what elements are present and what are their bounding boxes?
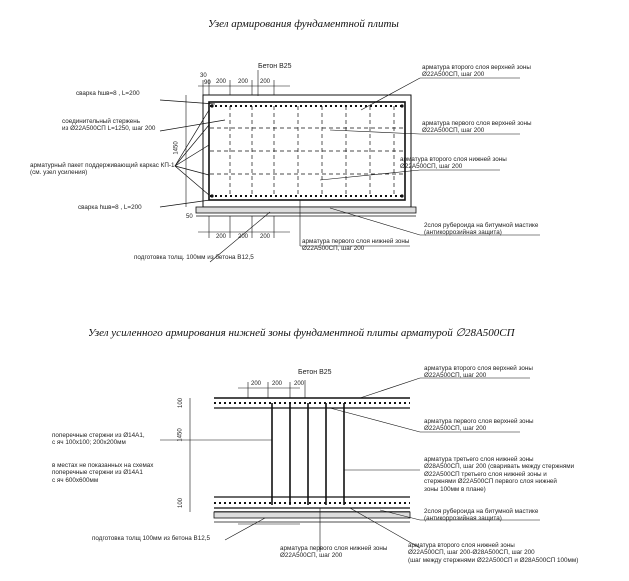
bottom-dim-100b: 100 <box>178 497 185 509</box>
top-dim-200e: 200 <box>238 234 249 240</box>
top-dim-50: 50 <box>186 214 193 220</box>
bottom-dim-100a: 100 <box>178 397 185 409</box>
title-top: Узел армирования фундаментной плиты <box>208 18 399 30</box>
bottom-second-layer-top-label: арматура второго слоя верхней зоны Ø22А5… <box>424 365 533 380</box>
top-rebar-cage <box>208 101 406 201</box>
top-support-frame-label: арматурный пакет поддерживающий каркас К… <box>30 162 175 177</box>
top-first-layer-top-label: арматура первого слоя верхней зоны Ø22А5… <box>422 120 532 135</box>
bottom-transverse-label: поперечные стержни из Ø14А1, с яч 100х10… <box>52 432 145 447</box>
bottom-concrete-label: Бетон В25 <box>298 369 332 376</box>
bottom-first-layer-top-label: арматура первого слоя верхней зоны Ø22А5… <box>424 418 534 433</box>
top-dim-200b: 200 <box>238 79 249 85</box>
top-dim-200a: 200 <box>216 79 227 85</box>
top-ruberoid-label: 2слоя рубероида на битумной мастике (ант… <box>424 222 539 237</box>
top-second-layer-top-label: арматура второго слоя верхней зоны Ø22А5… <box>422 64 531 79</box>
bottom-dim-1450: 1450 <box>177 428 184 442</box>
top-first-layer-bottom-label: арматура первого слоя нижней зоны Ø22А50… <box>302 238 410 253</box>
bottom-dim-200b: 200 <box>272 381 283 387</box>
bottom-ruberoid-label: 2слоя рубероида на битумной мастике (ант… <box>424 508 539 523</box>
bottom-prep-label: подготовка толщ 100мм из бетона В12,5 <box>92 535 210 542</box>
top-connecting-rods-label: соединительный стержень из Ø22А500СП L=1… <box>62 118 156 133</box>
bottom-places-note: в местах не показанных на схемах попереч… <box>52 462 154 484</box>
bottom-dim-200c: 200 <box>294 381 305 387</box>
top-dim-90: 90 <box>204 80 211 86</box>
top-dim-200d: 200 <box>216 234 227 240</box>
bottom-third-layer-label: арматура третьего слоя нижней зоны Ø28А5… <box>424 456 575 493</box>
top-weld-bottom-label: сварка hшв=8 , L=200 <box>78 204 142 211</box>
top-dim-200f: 200 <box>260 234 271 240</box>
top-dim-1450: 1450 <box>173 141 180 155</box>
top-concrete-label: Бетон В25 <box>258 63 292 70</box>
title-bottom: Узел усиленного армирования нижней зоны … <box>88 327 515 339</box>
top-weld-top-label: сварка hшв=8 , L=200 <box>76 90 140 97</box>
top-dim-200c: 200 <box>260 79 271 85</box>
top-prep-label: подготовка толщ. 100мм из бетона В12,5 <box>134 254 254 261</box>
bottom-dim-200a: 200 <box>251 381 262 387</box>
bottom-second-layer-bottom-label: арматура второго слоя нижней зоны Ø22А50… <box>408 542 579 564</box>
top-second-layer-bottom-label: арматура второго слоя нижней зоны Ø22А50… <box>400 156 507 171</box>
bottom-first-layer-bottom-label: арматура первого слоя нижней зоны Ø22А50… <box>280 545 388 560</box>
top-dim-30: 30 <box>200 73 207 79</box>
